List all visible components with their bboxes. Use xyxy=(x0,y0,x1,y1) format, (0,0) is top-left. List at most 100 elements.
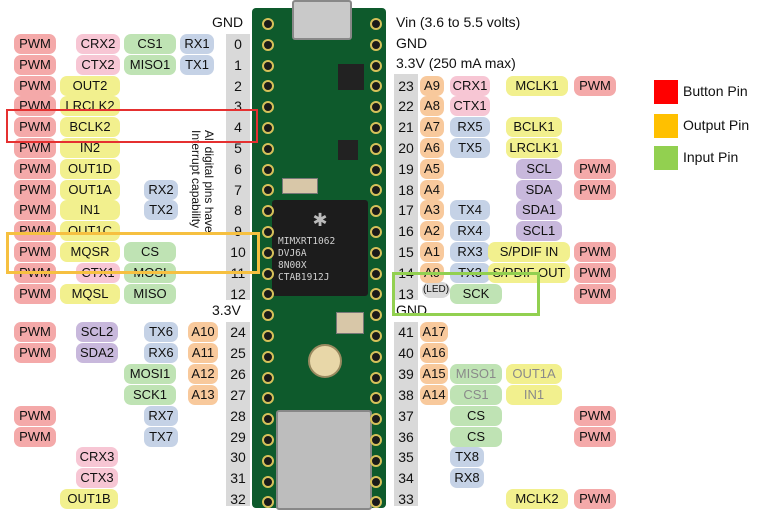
function-label: IN2 xyxy=(60,138,120,158)
board-hole xyxy=(262,454,274,467)
function-label: RX4 xyxy=(450,221,490,242)
board-hole xyxy=(370,205,382,218)
board-hole xyxy=(262,267,274,280)
analog-label: A17 xyxy=(420,322,448,342)
analog-label: A12 xyxy=(188,363,218,384)
board-hole xyxy=(262,288,274,301)
led-label: (LED) xyxy=(422,282,450,298)
function-label: TX8 xyxy=(450,447,484,468)
program-button[interactable] xyxy=(308,344,342,378)
board-hole xyxy=(262,59,274,72)
pwm-label: PWM xyxy=(14,322,56,342)
board-hole xyxy=(262,496,274,509)
legend-swatch-output xyxy=(654,114,678,138)
legend-swatch-button xyxy=(654,80,678,104)
function-label: CTX2 xyxy=(76,54,120,75)
gnd-top-label: GND xyxy=(212,14,244,30)
spi-label: MOSI1 xyxy=(124,363,176,384)
function-label: S/PDIF IN xyxy=(488,242,570,262)
sd-card-slot xyxy=(276,410,372,510)
board-hole xyxy=(370,267,382,280)
board-hole xyxy=(370,330,382,342)
left-pin-number: 8 xyxy=(234,202,242,219)
right-pin-number: 18 xyxy=(398,181,414,198)
function-label: BCLK1 xyxy=(506,117,562,138)
analog-label: A1 xyxy=(420,242,444,262)
board-hole xyxy=(262,101,274,114)
pwm-label: PWM xyxy=(574,262,616,283)
board-hole xyxy=(370,350,382,363)
left-pin-number: 24 xyxy=(230,324,246,340)
analog-label: A9 xyxy=(420,75,444,96)
usb-connector xyxy=(292,0,352,40)
function-label: SCL1 xyxy=(516,221,562,242)
crystal-2 xyxy=(336,312,364,334)
v33-right-label: 3.3V (250 mA max) xyxy=(396,55,516,71)
board-hole xyxy=(262,434,274,446)
small-chip-2 xyxy=(338,140,358,160)
right-pin-number: 39 xyxy=(398,365,414,382)
board-hole xyxy=(370,142,382,155)
function-label: RX8 xyxy=(450,468,484,489)
pwm-label: PWM xyxy=(574,179,616,200)
output-pin-highlight xyxy=(6,232,260,274)
right-pin-number: 38 xyxy=(398,386,414,403)
function-label: TX4 xyxy=(450,200,490,221)
left-lower-number-bar xyxy=(226,322,250,506)
function-label: SDA1 xyxy=(516,200,562,221)
board-hole xyxy=(262,184,274,197)
board-hole xyxy=(262,475,274,488)
serial-label: RX6 xyxy=(144,342,178,363)
board-hole xyxy=(262,18,274,30)
spi-label: CS1 xyxy=(124,34,176,54)
gnd-right-label: GND xyxy=(396,35,428,51)
board-hole xyxy=(370,122,382,134)
pwm-label: PWM xyxy=(574,283,616,304)
board-hole xyxy=(370,246,382,259)
function-label: OUT1B xyxy=(60,489,118,510)
function-label: MISO1 xyxy=(450,363,502,384)
analog-label: A14 xyxy=(420,384,448,405)
pwm-label: PWM xyxy=(14,242,56,262)
function-label: OUT1A xyxy=(506,363,562,384)
v33-left-label: 3.3V xyxy=(212,302,241,318)
serial-label: RX1 xyxy=(180,34,214,54)
analog-label: A16 xyxy=(420,342,448,363)
left-pin-number: 12 xyxy=(230,285,246,302)
pwm-label: PWM xyxy=(14,283,56,304)
board-hole xyxy=(370,80,382,93)
function-label: SCL xyxy=(516,158,562,179)
board-hole xyxy=(370,101,382,114)
function-label: CS xyxy=(450,405,502,426)
function-label: RX5 xyxy=(450,117,490,138)
board-hole xyxy=(262,122,274,134)
left-pin-number: 4 xyxy=(234,119,242,136)
right-pin-number: 33 xyxy=(398,491,414,508)
analog-label: A11 xyxy=(188,342,218,363)
pwm-label: PWM xyxy=(14,54,56,75)
left-pin-number: 6 xyxy=(234,160,242,177)
function-label: CRX1 xyxy=(450,75,490,96)
function-label: CTX3 xyxy=(76,468,118,489)
serial-label: TX6 xyxy=(144,322,178,342)
pwm-label: PWM xyxy=(574,405,616,426)
board-hole xyxy=(262,38,274,51)
board-hole xyxy=(370,226,382,238)
pwm-label: PWM xyxy=(14,405,56,426)
function-label: OUT1D xyxy=(60,158,120,179)
analog-label: A13 xyxy=(188,384,218,405)
left-pin-number: 7 xyxy=(234,181,242,198)
board-hole xyxy=(370,413,382,426)
board-hole xyxy=(262,80,274,93)
pwm-label: PWM xyxy=(574,426,616,447)
pwm-label: PWM xyxy=(14,138,56,158)
serial-label: TX1 xyxy=(180,54,214,75)
left-pin-number: 26 xyxy=(230,365,246,382)
interrupt-note: All digital pins have Interrupt capabili… xyxy=(189,130,216,233)
board-hole xyxy=(370,184,382,197)
function-label: IN1 xyxy=(506,384,562,405)
pwm-label: PWM xyxy=(14,75,56,96)
function-label: MCLK2 xyxy=(506,489,568,510)
right-pin-number: 17 xyxy=(398,202,414,219)
serial-label: RX7 xyxy=(144,405,178,426)
